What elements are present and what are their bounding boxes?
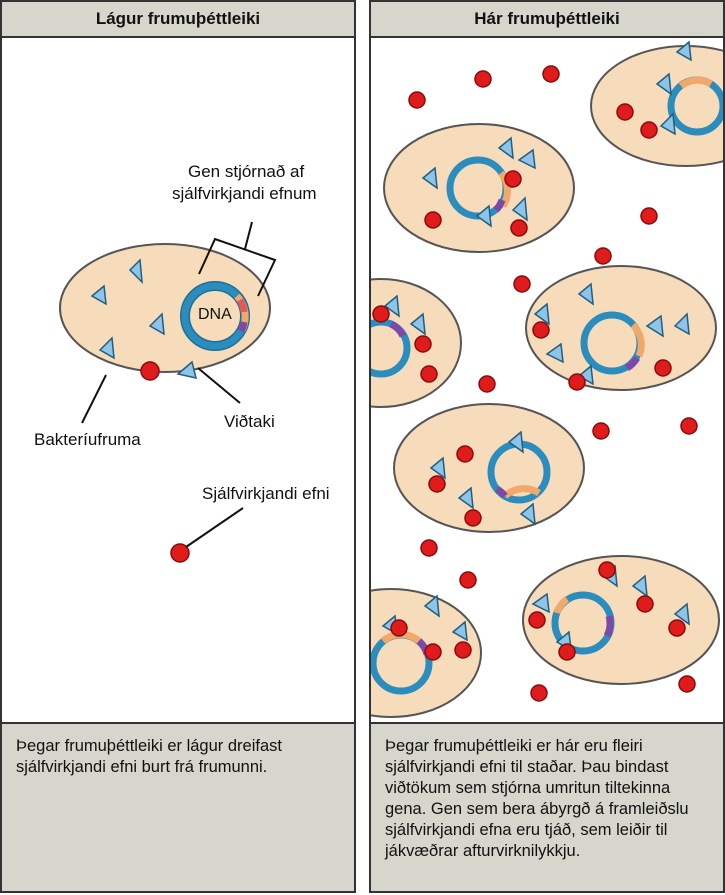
receptor bbox=[519, 502, 536, 526]
receptor bbox=[176, 360, 198, 379]
receptor bbox=[90, 284, 107, 306]
receptor bbox=[517, 148, 536, 170]
receptor bbox=[429, 456, 446, 480]
autoinducer bbox=[424, 643, 442, 661]
bacterial-cell bbox=[590, 45, 723, 167]
autoinducer bbox=[424, 211, 442, 229]
dna-plasmid bbox=[667, 76, 723, 136]
autoinducer bbox=[594, 247, 612, 265]
autoinducer bbox=[640, 207, 658, 225]
autoinducer bbox=[456, 445, 474, 463]
autoinducer bbox=[390, 619, 408, 637]
autoinducer bbox=[414, 335, 432, 353]
gene-bracket bbox=[198, 237, 277, 297]
gene-label-line2: sjálfvirkjandi efnum bbox=[172, 184, 317, 203]
dna-plasmid bbox=[551, 591, 615, 655]
panel-title: Hár frumuþéttleiki bbox=[371, 2, 723, 38]
receptor bbox=[673, 312, 690, 336]
receptor bbox=[673, 602, 690, 626]
autoinducer bbox=[680, 417, 698, 435]
autoinducer bbox=[510, 219, 528, 237]
bacterial-cell bbox=[59, 243, 271, 373]
autoinducer bbox=[474, 70, 492, 88]
receptor bbox=[497, 136, 514, 160]
autoinducer-pointer bbox=[185, 507, 244, 548]
autoinducer bbox=[464, 509, 482, 527]
bacterial-cell bbox=[525, 265, 717, 391]
cell-pointer bbox=[81, 374, 107, 424]
dna-label: DNA bbox=[198, 306, 232, 323]
receptor bbox=[128, 258, 143, 284]
autoinducer bbox=[420, 539, 438, 557]
dna-plasmid bbox=[580, 311, 645, 375]
gene-label-line1: Gen stjórnað af bbox=[188, 162, 305, 181]
receptor bbox=[475, 204, 492, 228]
autoinducer bbox=[530, 684, 548, 702]
autoinducer bbox=[616, 103, 634, 121]
receptor bbox=[531, 592, 550, 614]
autoinducer bbox=[140, 361, 160, 381]
receptor bbox=[545, 342, 564, 364]
receptor bbox=[533, 302, 550, 326]
autoinducer bbox=[170, 543, 190, 563]
autoinducer bbox=[542, 65, 560, 83]
panel-title: Lágur frumuþéttleiki bbox=[2, 2, 354, 38]
autoinducer bbox=[654, 359, 672, 377]
autoinducer bbox=[528, 611, 546, 629]
receptor bbox=[655, 72, 672, 96]
autoinducer bbox=[636, 595, 654, 613]
receptor bbox=[631, 574, 648, 598]
cell-label: Bakteríufruma bbox=[34, 430, 141, 449]
autoinducer bbox=[459, 571, 477, 589]
receptor bbox=[511, 196, 528, 222]
low-density-panel: Lágur frumuþéttleiki Gen stjórnað af sjá… bbox=[0, 0, 356, 893]
receptor bbox=[659, 112, 676, 136]
receptor bbox=[577, 282, 594, 306]
autoinducer bbox=[420, 365, 438, 383]
autoinducer bbox=[558, 643, 576, 661]
autoinducer bbox=[504, 170, 522, 188]
receptor-pointer bbox=[197, 367, 241, 404]
receptor bbox=[423, 594, 440, 618]
panel-caption: Þegar frumuþéttleiki er hár eru fleiri s… bbox=[371, 722, 723, 891]
autoinducer bbox=[640, 121, 658, 139]
high-density-illustration bbox=[371, 40, 723, 718]
receptor bbox=[507, 430, 524, 454]
receptor bbox=[451, 620, 468, 642]
autoinducer bbox=[428, 475, 446, 493]
autoinducer bbox=[372, 305, 390, 323]
receptor bbox=[645, 314, 664, 338]
bacterial-cell bbox=[383, 123, 575, 253]
autoinducer bbox=[478, 375, 496, 393]
autoinducer bbox=[598, 561, 616, 579]
autoinducer bbox=[592, 422, 610, 440]
autoinducer bbox=[454, 641, 472, 659]
autoinducer-label: Sjálfvirkjandi efni bbox=[202, 484, 330, 503]
autoinducer bbox=[668, 619, 686, 637]
autoinducer bbox=[678, 675, 696, 693]
low-density-illustration bbox=[59, 221, 277, 563]
gene-bracket-stem bbox=[244, 221, 253, 250]
receptor-label: Viðtaki bbox=[224, 412, 275, 431]
receptor bbox=[148, 312, 165, 336]
receptor bbox=[383, 294, 400, 318]
autoinducer bbox=[408, 91, 426, 109]
receptor bbox=[421, 166, 438, 190]
high-density-panel: Hár frumuþéttleiki bbox=[369, 0, 725, 893]
autoinducer bbox=[568, 373, 586, 391]
receptor bbox=[675, 40, 692, 62]
autoinducer bbox=[513, 275, 531, 293]
receptor bbox=[409, 312, 426, 336]
autoinducer bbox=[532, 321, 550, 339]
receptor bbox=[577, 364, 594, 386]
panel-caption: Þegar frumuþéttleiki er lágur dreifast s… bbox=[2, 722, 354, 891]
receptor bbox=[457, 486, 474, 510]
receptor bbox=[98, 336, 115, 360]
